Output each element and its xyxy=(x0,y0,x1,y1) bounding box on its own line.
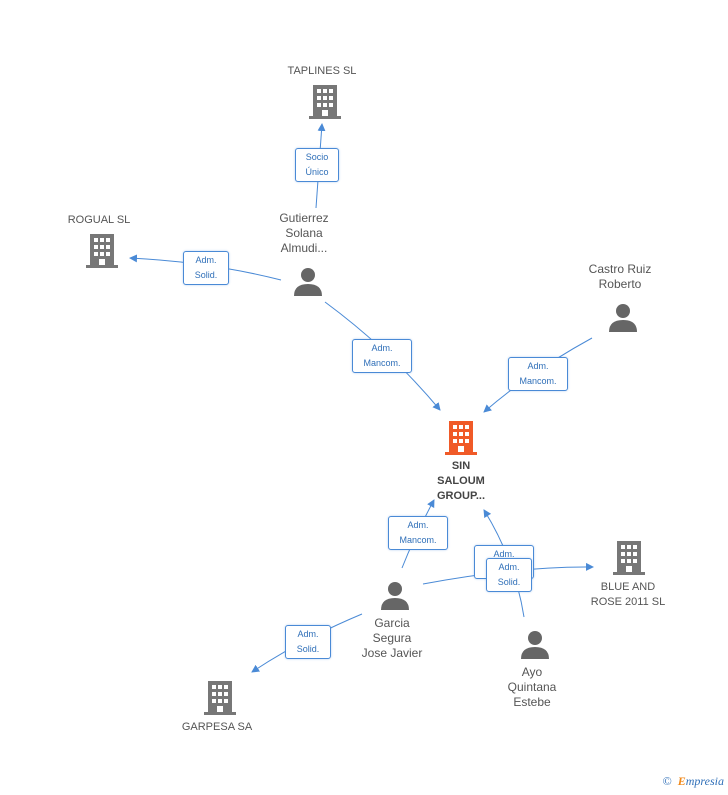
edge-label-line1: Adm. xyxy=(498,562,520,572)
edge-label-adm-solid-garpesa: Adm. Solid. xyxy=(285,625,331,659)
edge-label-line2: Mancom. xyxy=(399,535,437,545)
garcia-label[interactable]: Garcia Segura Jose Javier xyxy=(361,616,423,660)
gutierrez-person-icon[interactable] xyxy=(293,267,323,297)
blue-rose-building-icon[interactable] xyxy=(613,541,645,575)
edge-label-line2: Mancom. xyxy=(363,358,401,368)
main-company-label[interactable]: SIN SALOUM GROUP... xyxy=(436,460,486,502)
edge-label-adm-solid-rogual: Adm. Solid. xyxy=(183,251,229,285)
edge-label-line1: Adm. xyxy=(407,520,429,530)
main-company-building-icon[interactable] xyxy=(445,421,477,455)
copyright-symbol: © xyxy=(662,774,672,788)
rogual-building-icon[interactable] xyxy=(86,234,118,268)
edge-label-line1: Adm. xyxy=(195,255,217,265)
edge-label-line2: Solid. xyxy=(194,270,218,280)
edge-label-line2: Solid. xyxy=(296,644,320,654)
garpesa-building-icon[interactable] xyxy=(204,681,236,715)
edge-label-line2: Mancom. xyxy=(519,376,557,386)
edge-label-line1: Socio xyxy=(305,152,329,162)
edge-label-line1: Adm. xyxy=(371,343,393,353)
castro-label[interactable]: Castro Ruiz Roberto xyxy=(588,262,652,291)
garpesa-label[interactable]: GARPESA SA xyxy=(181,721,253,733)
edge-label-adm-mancom-garcia: Adm. Mancom. xyxy=(388,516,448,550)
empresia-watermark: © Empresia xyxy=(663,774,724,789)
gutierrez-label[interactable]: Gutierrez Solana Almudi... xyxy=(279,211,329,255)
ayo-label[interactable]: Ayo Quintana Estebe xyxy=(507,665,557,709)
edge-label-line1: Adm. xyxy=(297,629,319,639)
edge-label-line2: Único xyxy=(305,167,329,177)
edge-label-line2: Solid. xyxy=(497,577,521,587)
blue-rose-label[interactable]: BLUE AND ROSE 2011 SL xyxy=(590,581,666,608)
edge-label-socio-unico: Socio Único xyxy=(295,148,339,182)
garcia-person-icon[interactable] xyxy=(380,581,410,611)
edge-label-line1: Adm. xyxy=(493,549,515,559)
edge-label-line1: Adm. xyxy=(527,361,549,371)
edge-label-adm-solid-blue: Adm. Solid. xyxy=(486,558,532,592)
edge-label-adm-mancom-gutierrez: Adm. Mancom. xyxy=(352,339,412,373)
brand-initial: E xyxy=(677,774,686,788)
brand-name: mpresia xyxy=(685,774,724,788)
taplines-building-icon[interactable] xyxy=(309,85,341,119)
edge-label-adm-mancom-castro: Adm. Mancom. xyxy=(508,357,568,391)
taplines-label[interactable]: TAPLINES SL xyxy=(287,65,357,77)
rogual-label[interactable]: ROGUAL SL xyxy=(67,214,131,226)
ayo-person-icon[interactable] xyxy=(520,630,550,660)
castro-person-icon[interactable] xyxy=(608,303,638,333)
